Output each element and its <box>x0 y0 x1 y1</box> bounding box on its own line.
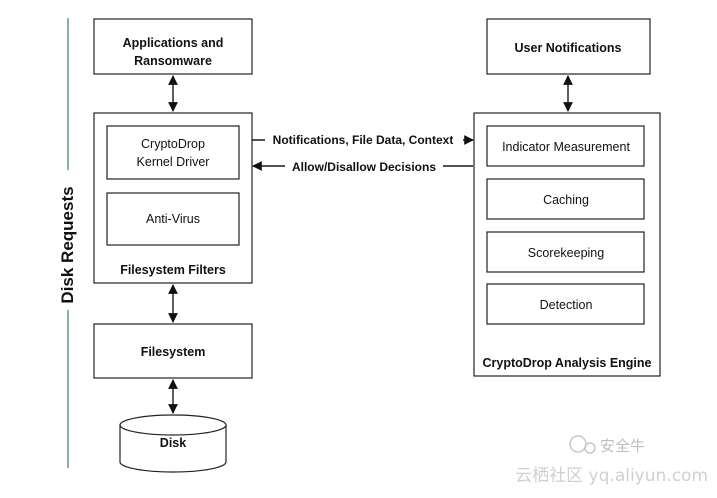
side-label: Disk Requests <box>58 186 77 303</box>
cryptodrop-driver-label-line1: CryptoDrop <box>141 137 205 151</box>
watermark-logo-icon <box>569 435 587 453</box>
cryptodrop-driver-box <box>106 125 240 180</box>
watermark-brand: 安全牛 <box>569 435 645 455</box>
anti-virus-label: Anti-Virus <box>146 212 200 226</box>
user-notifications-box <box>486 18 651 75</box>
applications-label-line1: Applications and <box>123 36 224 50</box>
watermark-site-text: 云栖社区 yq.aliyun.com <box>515 466 708 486</box>
applications-label-line2: Ransomware <box>134 54 212 68</box>
filesystem-box <box>93 323 253 379</box>
detection-label: Detection <box>540 298 593 312</box>
detection-box <box>486 283 645 325</box>
analysis-engine-label: CryptoDrop Analysis Engine <box>482 356 651 370</box>
applications-box <box>93 18 253 75</box>
watermark-logo-dot-icon <box>584 442 596 454</box>
disk-cylinder <box>119 425 227 473</box>
arrow-notifications-label-bg <box>265 131 463 148</box>
indicator-measurement-label: Indicator Measurement <box>502 140 630 154</box>
filesystem-filters-label: Filesystem Filters <box>120 263 226 277</box>
disk-cylinder-top <box>119 414 227 436</box>
anti-virus-box <box>106 192 240 246</box>
watermark-brand-text: 安全牛 <box>600 437 645 455</box>
disk-label: Disk <box>160 436 186 450</box>
caching-label: Caching <box>543 193 589 207</box>
user-notifications-label: User Notifications <box>515 41 622 55</box>
indicator-measurement-box <box>486 125 645 167</box>
arrow-decisions-label-bg <box>285 157 443 174</box>
arrow-decisions-label: Allow/Disallow Decisions <box>292 160 436 174</box>
arrow-notifications-label: Notifications, File Data, Context <box>273 133 454 147</box>
filesystem-label: Filesystem <box>141 345 206 359</box>
scorekeeping-box <box>486 231 645 273</box>
scorekeeping-label: Scorekeeping <box>528 246 604 260</box>
caching-box <box>486 178 645 220</box>
cryptodrop-driver-label-line2: Kernel Driver <box>137 155 210 169</box>
